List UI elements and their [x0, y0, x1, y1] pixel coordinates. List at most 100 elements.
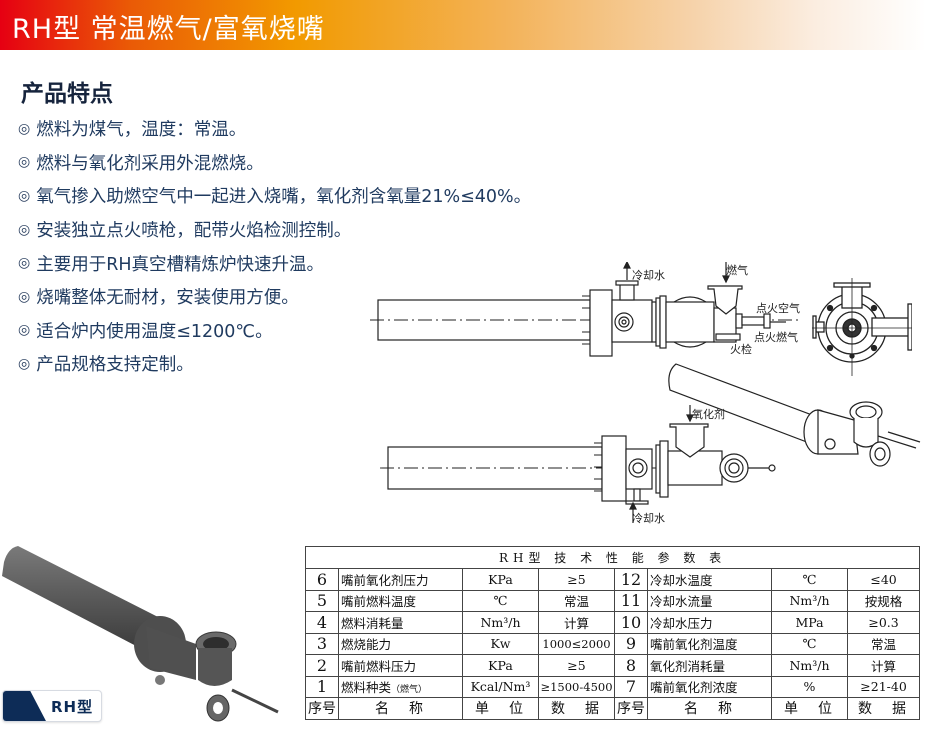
feature-text: 适合炉内使用温度≤1200℃。: [36, 321, 273, 342]
cell-name: 燃料消耗量: [338, 611, 463, 634]
cell-unit: Kcal/Nm³: [462, 675, 539, 698]
cell-name: 嘴前氧化剂压力: [338, 568, 463, 591]
cell-no: 12: [614, 568, 648, 591]
cell-no: 3: [305, 632, 339, 655]
table-row: 1 燃料种类（燃气） Kcal/Nm³ ≥1500-4500 7 嘴前氧化剂浓度…: [305, 675, 921, 698]
spec-table: RH型 技 术 性 能 参 数 表 6 嘴前氧化剂压力 KPa ≥5 12 冷却…: [304, 546, 921, 720]
double-circle-bullet-icon: ◎: [18, 120, 31, 137]
double-circle-bullet-icon: ◎: [18, 355, 31, 372]
cell-name: 嘴前氧化剂温度: [647, 632, 772, 655]
cell-value: 常温: [846, 632, 921, 655]
double-circle-bullet-icon: ◎: [18, 322, 31, 339]
cell-unit: MPa: [771, 611, 848, 634]
feature-item: ◎ 燃料与氧化剂采用外混燃烧。: [18, 146, 531, 180]
feature-text: 燃料为煤气，温度：常温。: [36, 120, 247, 141]
cell-name: 嘴前氧化剂浓度: [647, 675, 772, 698]
header-name: 名 称: [338, 697, 463, 720]
cell-no: 7: [614, 675, 648, 698]
badge-label: RH型: [51, 698, 94, 716]
cell-no: 5: [305, 589, 339, 612]
double-circle-bullet-icon: ◎: [18, 221, 31, 238]
cell-value: 计算: [538, 611, 615, 634]
double-circle-bullet-icon: ◎: [18, 255, 31, 272]
table-caption-row: RH型 技 术 性 能 参 数 表: [304, 546, 921, 569]
cell-no: 9: [614, 632, 648, 655]
cell-value: ≥0.3: [846, 611, 921, 634]
header-unit: 单 位: [462, 697, 539, 720]
feature-text: 燃料与氧化剂采用外混燃烧。: [36, 153, 264, 174]
feature-item: ◎ 主要用于RH真空槽精炼炉快速升温。: [18, 246, 531, 280]
cell-value: ≥5: [538, 654, 615, 677]
table-row: 2 嘴前燃料压力 KPa ≥5 8 氧化剂消耗量 Nm³/h 计算: [305, 654, 921, 677]
header-value: 数 据: [538, 697, 615, 720]
badge-accent: [3, 691, 47, 721]
double-circle-bullet-icon: ◎: [18, 187, 31, 204]
header-no: 序号: [614, 697, 648, 720]
table-row: 4 燃料消耗量 Nm³/h 计算 10 冷却水压力 MPa ≥0.3: [305, 611, 921, 634]
cell-name: 冷却水压力: [647, 611, 772, 634]
oxidizer-label: 氧化剂: [692, 408, 725, 421]
cell-unit: Kw: [462, 632, 539, 655]
title-banner: RH型 常温燃气/富氧烧嘴: [0, 0, 926, 50]
table-row: 5 嘴前燃料温度 ℃ 常温 11 冷却水流量 Nm³/h 按规格: [305, 589, 921, 612]
cell-no: 6: [305, 568, 339, 591]
feature-text: 氧气掺入助燃空气中一起进入烧嘴，氧化剂含氧量21%≤40%。: [36, 187, 532, 208]
cell-value: ≤40: [846, 568, 921, 591]
cell-name: 冷却水流量: [647, 589, 772, 612]
ignition-air-label: 点火空气: [756, 302, 800, 315]
cell-unit: KPa: [462, 568, 539, 591]
flame-detect-label: 火检: [730, 343, 752, 356]
double-circle-bullet-icon: ◎: [18, 154, 31, 171]
header-name: 名 称: [647, 697, 772, 720]
feature-text: 产品规格支持定制。: [36, 355, 194, 376]
burner-oxidizer-side-view-drawing: [380, 405, 776, 523]
feature-list: ◎ 燃料为煤气，温度：常温。 ◎ 燃料与氧化剂采用外混燃烧。 ◎ 氧气掺入助燃空气中一…: [18, 112, 531, 381]
feature-item: ◎ 氧气掺入助燃空气中一起进入烧嘴，氧化剂含氧量21%≤40%。: [18, 179, 531, 213]
cell-name: 燃烧能力: [338, 632, 463, 655]
cell-unit: Nm³/h: [771, 654, 848, 677]
feature-item: ◎烧嘴整体无耐材，安装使用方便。: [18, 280, 531, 314]
ignition-gas-label: 点火燃气: [754, 331, 798, 344]
feature-text: 主要用于RH真空槽精炼炉快速升温。: [36, 254, 325, 275]
cell-value: 1000≤2000: [538, 632, 615, 655]
product-model-badge: RH型: [2, 690, 102, 722]
cell-name: 冷却水温度: [647, 568, 772, 591]
burner-isometric-drawing: [668, 363, 921, 467]
cell-unit: ℃: [771, 632, 848, 655]
cell-no: 11: [614, 589, 648, 612]
feature-text: 烧嘴整体无耐材，安装使用方便。: [36, 288, 299, 309]
feature-item: ◎ 燃料为煤气，温度：常温。: [18, 112, 531, 146]
cell-value: 按规格: [846, 589, 921, 612]
cell-value: ≥5: [538, 568, 615, 591]
cell-no: 2: [305, 654, 339, 677]
cooling-water-label: 冷却水: [632, 269, 665, 282]
cell-no: 1: [305, 675, 339, 698]
cell-name-text: 燃料种类: [341, 680, 392, 696]
cell-unit: Nm³/h: [462, 611, 539, 634]
feature-text: 安装独立点火喷枪，配带火焰检测控制。: [36, 221, 352, 242]
feature-item: ◎ 安装独立点火喷枪，配带火焰检测控制。: [18, 213, 531, 247]
cell-name: 嘴前燃料温度: [338, 589, 463, 612]
feature-item: ◎ 适合炉内使用温度≤1200℃。: [18, 314, 531, 348]
table-caption: RH型 技 术 性 能 参 数 表: [304, 546, 921, 569]
table-row: 3 燃烧能力 Kw 1000≤2000 9 嘴前氧化剂温度 ℃ 常温: [305, 632, 921, 655]
cell-value: 常温: [538, 589, 615, 612]
table-row: 6 嘴前氧化剂压力 KPa ≥5 12 冷却水温度 ℃ ≤40: [305, 568, 921, 591]
header-value: 数 据: [846, 697, 921, 720]
product-3d-render: [2, 546, 279, 722]
cell-unit: ℃: [771, 568, 848, 591]
page-title: RH型 常温燃气/富氧烧嘴: [12, 14, 325, 45]
header-unit: 单 位: [771, 697, 848, 720]
gas-label: 燃气: [726, 264, 748, 277]
header-no: 序号: [305, 697, 339, 720]
cell-no: 10: [614, 611, 648, 634]
cell-unit: KPa: [462, 654, 539, 677]
cell-name: 氧化剂消耗量: [647, 654, 772, 677]
cell-name: 燃料种类（燃气）: [338, 675, 463, 698]
cell-no: 8: [614, 654, 648, 677]
cell-no: 4: [305, 611, 339, 634]
cell-name: 嘴前燃料压力: [338, 654, 463, 677]
cell-value: ≥21-40: [846, 675, 921, 698]
cell-unit: %: [771, 675, 848, 698]
cell-value: ≥1500-4500: [538, 675, 615, 698]
